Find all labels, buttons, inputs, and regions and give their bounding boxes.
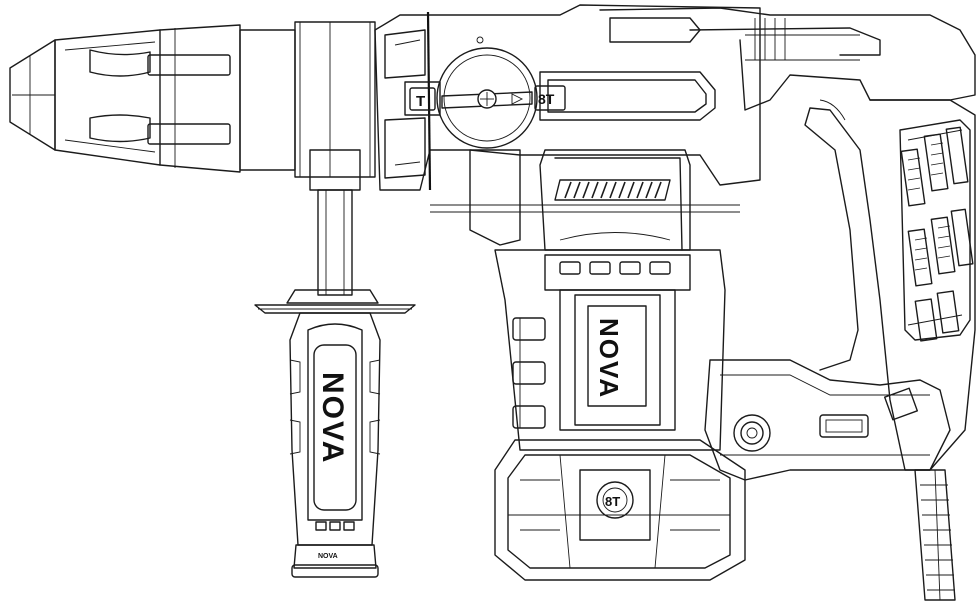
- mode-selector-dial[interactable]: [436, 36, 538, 149]
- rear-handle[interactable]: [804, 99, 976, 471]
- side-handle-brand: NOVA: [316, 372, 349, 464]
- motor-base: 8T: [494, 439, 746, 581]
- top-handle: [599, 7, 976, 111]
- mode-symbol-left: T: [416, 93, 425, 110]
- body-brand: NOVA: [594, 318, 624, 399]
- gear-housing: T 8T: [374, 4, 761, 191]
- side-handle-base-text: NOVA: [318, 553, 338, 560]
- chuck: [9, 21, 376, 178]
- motor-housing: NOVA: [430, 149, 740, 451]
- vent-slots: [564, 181, 662, 199]
- base-emblem: 8T: [605, 494, 620, 509]
- power-cord: [914, 469, 956, 601]
- side-handle[interactable]: NOVA NOVA: [254, 149, 416, 578]
- lower-rear-housing: [704, 359, 951, 481]
- mode-symbol-right: 8T: [538, 91, 555, 107]
